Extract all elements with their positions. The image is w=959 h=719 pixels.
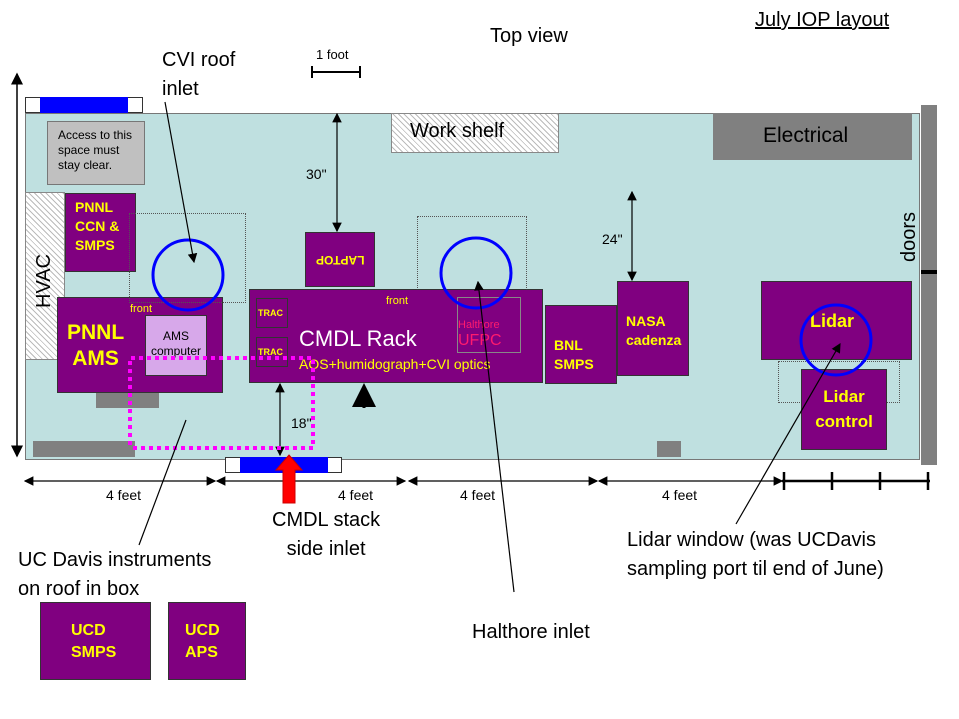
cmdl-stack-callout: CMDL stack side inlet bbox=[272, 509, 381, 560]
floor-block-left bbox=[33, 441, 135, 457]
trac-1-label: TRAC bbox=[258, 308, 283, 318]
dim-4ft-3-label: 4 feet bbox=[460, 487, 496, 503]
ucd-smps: UCD SMPS bbox=[40, 602, 151, 680]
ucd-aps-label: UCD APS bbox=[185, 622, 220, 661]
trac-2: TRAC bbox=[256, 337, 288, 367]
ucd-aps: UCD APS bbox=[168, 602, 246, 680]
lidar-control: Lidar control bbox=[801, 369, 887, 450]
outline-cvi bbox=[129, 213, 246, 303]
sampling-path bbox=[128, 356, 315, 450]
dim-4ft-4-label: 4 feet bbox=[662, 487, 698, 503]
nasa-label: NASA cadenza bbox=[626, 313, 682, 348]
pnnl-ccn-smps: PNNL CCN & SMPS bbox=[65, 193, 136, 272]
electrical: Electrical bbox=[713, 113, 912, 160]
halthore-label: Halthore bbox=[458, 319, 500, 331]
lidar-window-callout: Lidar window (was UCDavis sampling port … bbox=[627, 529, 884, 580]
dim-30-label: 30" bbox=[306, 166, 327, 182]
electrical-label: Electrical bbox=[763, 124, 849, 147]
ucd-pointer bbox=[138, 419, 187, 546]
cmdl-rack-label: CMDL Rack bbox=[299, 326, 417, 351]
floor-block-right bbox=[657, 441, 681, 457]
pnnl-ams-label: PNNL AMS bbox=[67, 321, 125, 370]
work-shelf: Work shelf bbox=[391, 113, 559, 153]
work-shelf-label: Work shelf bbox=[410, 120, 505, 142]
door-divider bbox=[921, 270, 937, 274]
dim-24-label: 24" bbox=[602, 231, 623, 247]
nasa-cadenza: NASA cadenza bbox=[617, 281, 689, 376]
ams-front-label: front bbox=[130, 303, 153, 315]
ams-computer: AMS computer bbox=[145, 315, 207, 376]
cmdl-sub-label: AOS+humidograph+CVI optics bbox=[299, 356, 491, 372]
access-note: Access to this space must stay clear. bbox=[47, 121, 145, 185]
cvi-callout: CVI roof inlet bbox=[162, 49, 236, 100]
doors bbox=[921, 105, 937, 465]
lidar-pointer bbox=[735, 342, 841, 525]
top-window bbox=[40, 97, 128, 113]
lidar-label: Lidar bbox=[810, 311, 855, 331]
dim-18-label: 18" bbox=[291, 415, 312, 431]
ams-base bbox=[96, 393, 159, 408]
ucd-smps-label: UCD SMPS bbox=[71, 622, 117, 661]
bnl-smps: BNL SMPS bbox=[545, 305, 617, 384]
stack-inlet-arrow bbox=[274, 454, 304, 504]
ufpc-label: UFPC bbox=[458, 332, 502, 349]
lidar-window-circle bbox=[799, 303, 873, 377]
rack-front-label: front bbox=[386, 295, 409, 307]
trac-2-label: TRAC bbox=[258, 347, 283, 357]
cvi-pointer bbox=[164, 101, 198, 264]
halthore-inlet-circle bbox=[439, 236, 513, 310]
halthore-inlet-callout: Halthore inlet bbox=[472, 621, 590, 643]
scale-label: 1 foot bbox=[316, 47, 349, 62]
halthore-pointer bbox=[474, 280, 515, 593]
diagram-title: Top view bbox=[490, 25, 568, 47]
pnnl-ccn-label: PNNL CCN & SMPS bbox=[75, 199, 120, 253]
lidar-control-label: Lidar control bbox=[815, 387, 873, 431]
cvi-inlet-circle bbox=[151, 238, 225, 312]
laptop: LAPTOP bbox=[305, 232, 375, 287]
dim-4ft-2-label: 4 feet bbox=[338, 487, 374, 503]
layout-title: July IOP layout bbox=[755, 9, 890, 31]
bnl-label: BNL SMPS bbox=[554, 337, 594, 372]
dim-4ft-1-label: 4 feet bbox=[106, 487, 142, 503]
uc-davis-callout: UC Davis instruments on roof in box bbox=[18, 549, 212, 600]
trac-1: TRAC bbox=[256, 298, 288, 328]
